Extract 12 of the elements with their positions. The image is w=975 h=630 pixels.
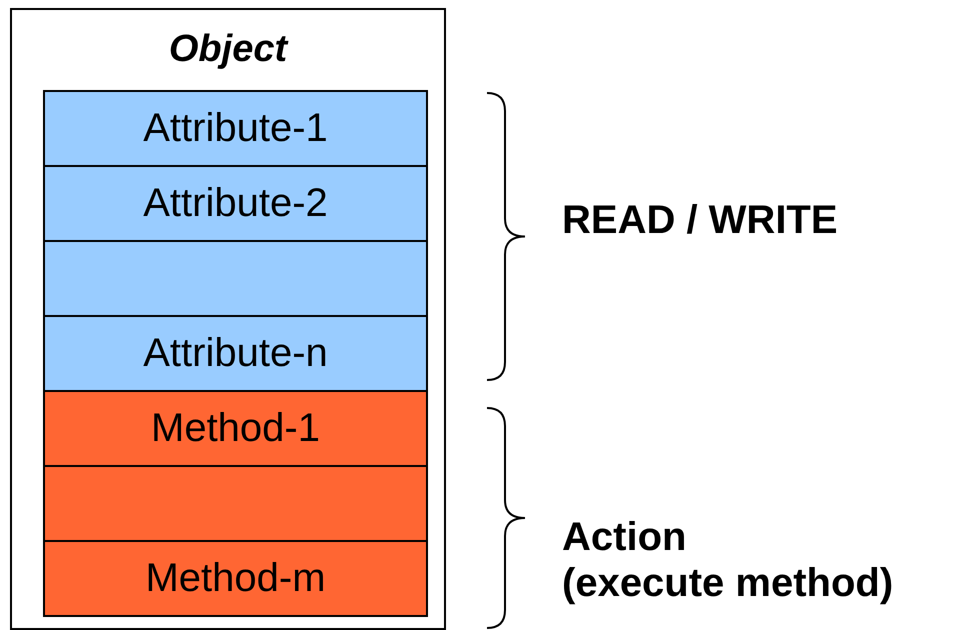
empty-row xyxy=(43,465,428,542)
brace-label: Action xyxy=(562,514,688,560)
brace-label: (execute method) xyxy=(562,560,894,606)
attribute-row: Attribute-1 xyxy=(43,90,428,167)
object-box xyxy=(10,8,446,630)
empty-row xyxy=(43,240,428,317)
attribute-row: Attribute-2 xyxy=(43,165,428,242)
method-row: Method-1 xyxy=(43,390,428,467)
method-row: Method-m xyxy=(43,540,428,617)
brace-label: READ / WRITE xyxy=(562,197,839,243)
object-title: Object xyxy=(168,27,288,72)
attribute-row: Attribute-n xyxy=(43,315,428,392)
